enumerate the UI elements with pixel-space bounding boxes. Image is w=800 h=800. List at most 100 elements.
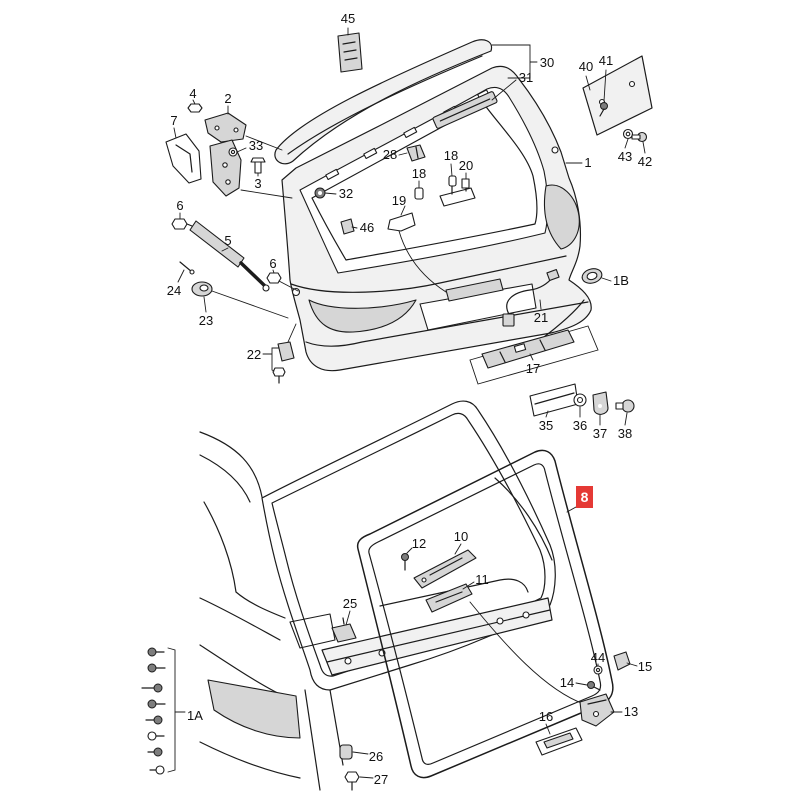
callout-18-lower: 18 <box>412 166 426 181</box>
part-24-pin <box>179 261 195 275</box>
part-21-wiring <box>502 268 560 327</box>
part-26-plug <box>339 744 353 760</box>
callout-35: 35 <box>539 418 553 433</box>
part-14-screw <box>587 681 601 691</box>
vehicle-body-rear <box>199 431 344 791</box>
callout-16: 16 <box>539 709 553 724</box>
part-28-clip <box>406 144 426 162</box>
callout-19: 19 <box>392 193 406 208</box>
callout-1A: 1A <box>187 708 203 723</box>
part-32-grommet <box>314 187 326 199</box>
callout-45: 45 <box>341 11 355 26</box>
callout-36: 36 <box>573 418 587 433</box>
callout-17: 17 <box>526 361 540 376</box>
callout-41: 41 <box>599 53 613 68</box>
callout-1B: 1B <box>613 273 629 288</box>
callout-13: 13 <box>624 704 638 719</box>
callout-6-upper: 6 <box>176 198 183 213</box>
part-6-screw-upper <box>171 218 193 230</box>
callout-32: 32 <box>339 186 353 201</box>
part-27-screw <box>344 771 360 791</box>
callout-43: 43 <box>618 149 632 164</box>
part-8-door-seal <box>356 449 614 779</box>
part-5-gas-strut <box>189 220 270 292</box>
part-tailgate <box>281 65 592 372</box>
part-10-lock-bracket <box>413 549 477 589</box>
part-18-clip-upper <box>448 175 457 187</box>
callout-27: 27 <box>374 772 388 787</box>
part-11-lock-mechanism <box>425 583 473 613</box>
part-44-nut <box>593 665 603 675</box>
part-13-lock <box>579 693 615 727</box>
callout-1: 1 <box>584 155 591 170</box>
part-46-clip <box>340 218 355 235</box>
callout-21: 21 <box>534 310 548 325</box>
part-16-handle <box>535 727 583 756</box>
part-37-bracket <box>592 391 609 415</box>
callout-24: 24 <box>167 283 181 298</box>
body-rear-crossmember <box>321 578 553 676</box>
highlight-box <box>576 486 593 508</box>
tail-lamp-left <box>308 299 417 333</box>
part-7-hinge-cover <box>165 133 202 184</box>
part-4-nut <box>187 103 203 113</box>
tail-lamp-right <box>543 184 580 250</box>
hinge-mount-line <box>240 135 293 199</box>
callout-23: 23 <box>199 313 213 328</box>
callout-12: 12 <box>412 536 426 551</box>
part-33-nut <box>228 147 238 157</box>
callout-18-upper: 18 <box>444 148 458 163</box>
callout-6-lower: 6 <box>269 256 276 271</box>
part-1A-fastener-set <box>141 647 176 775</box>
part-18-clip-lower <box>414 187 424 200</box>
callout-4: 4 <box>189 86 196 101</box>
callout-42: 42 <box>638 154 652 169</box>
part-42-bolt <box>631 131 648 143</box>
body-door-opening-frame <box>261 400 556 691</box>
part-6-screw-lower <box>266 272 282 284</box>
part-22-stop <box>272 323 297 384</box>
part-3-bolt <box>250 157 266 174</box>
callout-33: 33 <box>249 138 263 153</box>
part-45-pad <box>337 32 363 73</box>
callout-20: 20 <box>459 158 473 173</box>
body-tail-lamp <box>207 679 301 739</box>
callout-26: 26 <box>369 749 383 764</box>
callout-22: 22 <box>247 347 261 362</box>
part-31-brake-light <box>432 91 498 129</box>
part-18-20-bracket <box>439 185 476 207</box>
part-23-bump-stop <box>191 281 213 297</box>
callout-2: 2 <box>224 91 231 106</box>
callout-30: 30 <box>540 55 554 70</box>
part-25-bracket <box>331 617 357 643</box>
callout-11: 11 <box>475 572 489 587</box>
part-38-bolt <box>615 399 635 413</box>
part-20-clip <box>461 178 470 189</box>
leader-lines <box>173 27 646 779</box>
part-19-bracket <box>387 212 447 293</box>
callout-25: 25 <box>343 596 357 611</box>
callout-37: 37 <box>593 426 607 441</box>
part-43-washer <box>622 128 634 140</box>
part-15-bracket <box>613 651 631 671</box>
part-12-screw <box>401 553 409 571</box>
callout-44: 44 <box>591 650 605 665</box>
callout-5: 5 <box>224 233 231 248</box>
release-cable <box>469 601 585 705</box>
callout-31: 31 <box>519 70 533 85</box>
part-36-washer <box>573 393 587 407</box>
part-1B-plug <box>581 268 603 284</box>
callout-15: 15 <box>638 659 652 674</box>
part-40-plate-bracket <box>582 55 653 136</box>
callout-labels: 45 30 31 40 41 4 2 7 33 3 28 18 20 1 32 … <box>167 11 652 787</box>
callout-10: 10 <box>454 529 468 544</box>
highlighted-callout: 8 <box>576 486 593 508</box>
callout-46: 46 <box>360 220 374 235</box>
callout-28: 28 <box>383 147 397 162</box>
part-2-hinge <box>204 112 247 197</box>
callout-3: 3 <box>254 176 261 191</box>
callout-8-highlighted: 8 <box>581 489 589 505</box>
callout-38: 38 <box>618 426 632 441</box>
